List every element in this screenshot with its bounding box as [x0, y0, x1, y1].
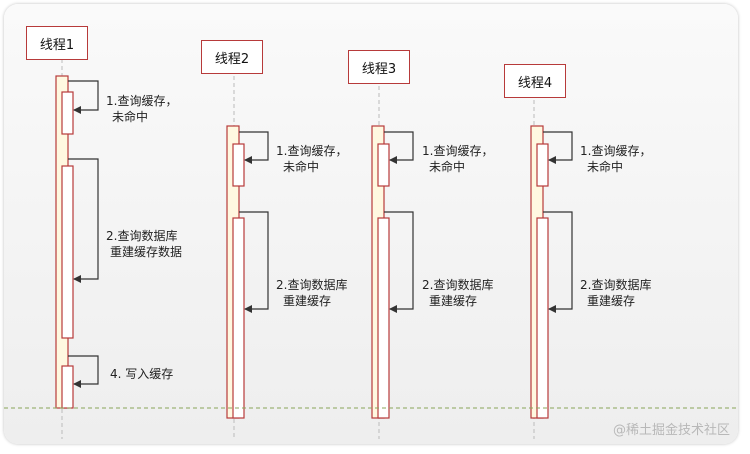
diagram-canvas: 1.查询缓存， 未命中 2.查询数据库 重建缓存数据 4. 写入缓存 1.查询缓… [4, 4, 738, 444]
arrow-query-4 [543, 131, 573, 164]
label-write-1: 4. 写入缓存 [110, 367, 173, 381]
activation-query-4 [536, 143, 549, 187]
arrow-query-1 [68, 80, 99, 114]
activation-query-2 [232, 143, 245, 187]
arrow-db-3 [384, 211, 414, 313]
arrow-db-1 [68, 158, 99, 283]
label-query-3b: 未命中 [429, 159, 465, 174]
thread-label-2: 线程2 [214, 51, 250, 67]
activation-write-1 [61, 365, 74, 409]
sequence-diagram: 1.查询缓存， 未命中 2.查询数据库 重建缓存数据 4. 写入缓存 1.查询缓… [4, 59, 738, 439]
activation-db-3 [377, 217, 390, 419]
label-db-3a: 2.查询数据库 [422, 277, 493, 292]
activation-query-1 [61, 91, 74, 135]
label-db-3b: 重建缓存 [429, 294, 477, 308]
label-db-1b: 重建缓存数据 [110, 244, 182, 259]
label-db-2b: 重建缓存 [283, 294, 331, 308]
arrow-query-2 [239, 131, 269, 164]
arrow-db-4 [543, 211, 573, 313]
label-query-2b: 未命中 [283, 159, 319, 174]
label-query-2a: 1.查询缓存， [276, 144, 347, 158]
label-query-4a: 1.查询缓存， [580, 144, 651, 158]
thread-label-1: 线程1 [39, 37, 75, 53]
thread-box-2: 线程2 [201, 40, 263, 74]
label-db-1a: 2.查询数据库 [106, 228, 177, 243]
arrow-query-3 [384, 131, 414, 164]
label-db-4b: 重建缓存 [587, 294, 635, 308]
thread-box-4: 线程4 [504, 64, 566, 98]
label-query-4b: 未命中 [587, 159, 623, 174]
label-query-3a: 1.查询缓存， [422, 144, 493, 158]
arrow-db-2 [239, 211, 269, 313]
thread-box-3: 线程3 [348, 50, 410, 84]
label-query-1b: 未命中 [112, 109, 148, 124]
label-db-2a: 2.查询数据库 [276, 277, 347, 292]
thread-label-4: 线程4 [517, 75, 553, 91]
watermark: @稀土掘金技术社区 [612, 423, 730, 438]
activation-db-1 [61, 165, 74, 339]
label-query-1a: 1.查询缓存， [106, 94, 177, 108]
thread-label-3: 线程3 [361, 61, 397, 77]
activation-query-3 [377, 143, 390, 187]
label-db-4a: 2.查询数据库 [580, 277, 651, 292]
activation-db-4 [536, 217, 549, 419]
thread-box-1: 线程1 [26, 26, 88, 60]
activation-db-2 [232, 217, 245, 419]
arrow-write-1 [68, 355, 99, 388]
